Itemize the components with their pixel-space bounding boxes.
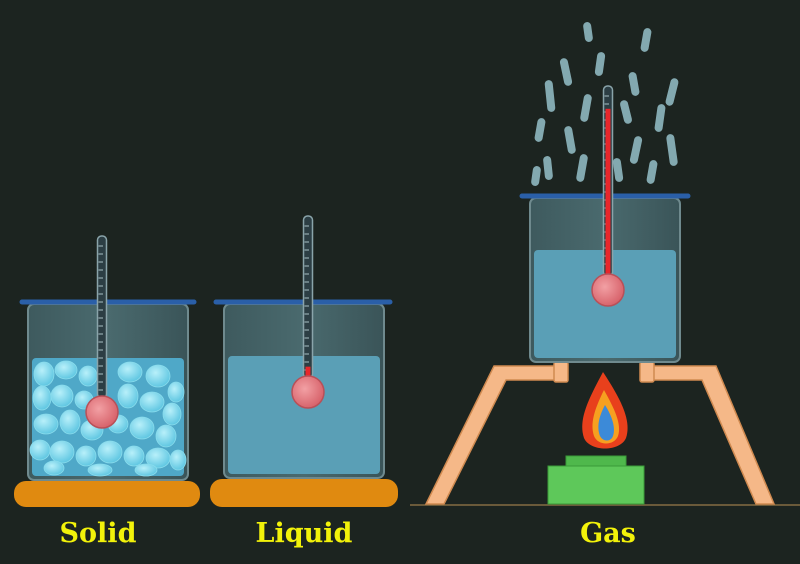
liquid-thermometer-bulb bbox=[291, 375, 325, 409]
gas-thermometer-mercury-level bbox=[605, 108, 611, 276]
liquid-thermometer-icon bbox=[291, 215, 325, 409]
gas-label: Gas bbox=[580, 518, 636, 549]
solid-thermometer-icon bbox=[85, 235, 119, 429]
solid-label: Solid bbox=[59, 518, 137, 549]
solid-setup bbox=[14, 235, 200, 507]
flame-icon bbox=[582, 372, 628, 449]
liquid-label: Liquid bbox=[255, 518, 353, 549]
gas-thermometer-icon bbox=[591, 85, 625, 307]
solid-stand-plate bbox=[14, 481, 200, 507]
liquid-setup bbox=[210, 215, 398, 507]
gas-setup bbox=[424, 22, 776, 505]
tripod-stand-icon bbox=[424, 361, 776, 505]
gas-thermometer-bulb bbox=[591, 273, 625, 307]
steam-icon bbox=[531, 22, 679, 186]
ice-cubes-icon bbox=[29, 360, 187, 477]
burner-icon bbox=[547, 455, 645, 505]
liquid-thermometer-mercury-level bbox=[305, 366, 311, 378]
liquid-stand-plate bbox=[210, 479, 398, 507]
solid-thermometer-bulb bbox=[85, 395, 119, 429]
